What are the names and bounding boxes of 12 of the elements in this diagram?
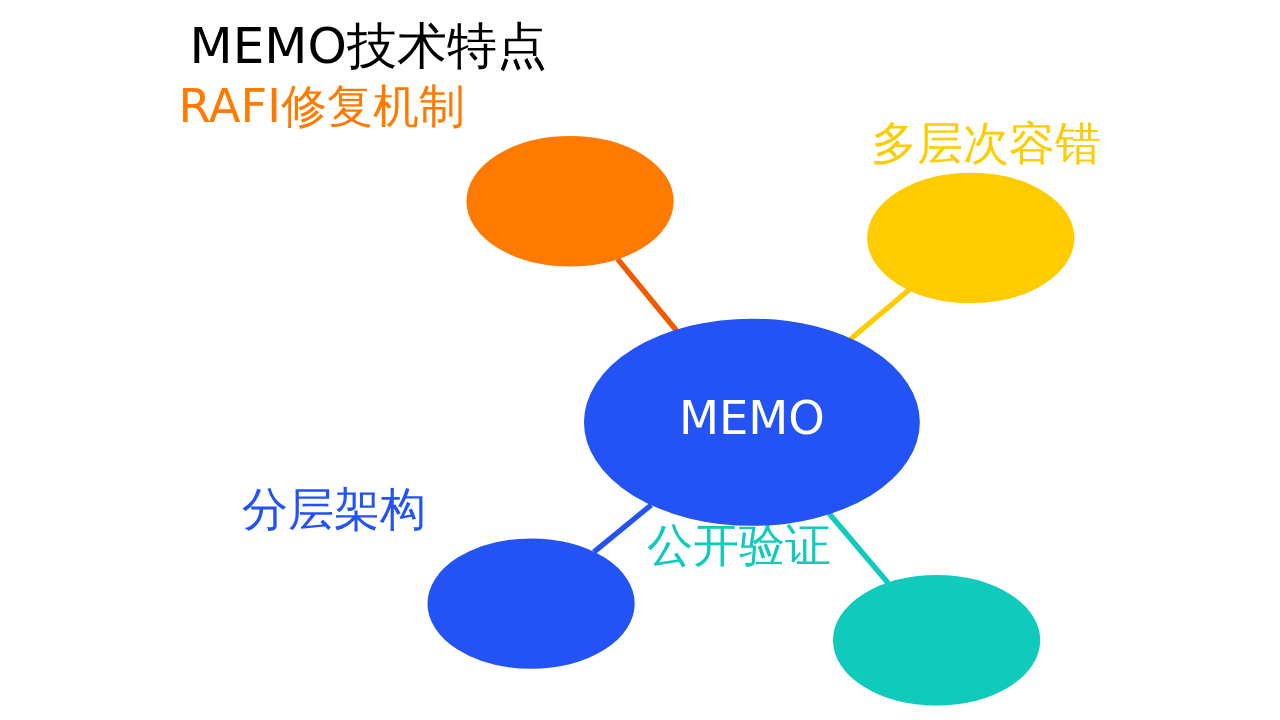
connector [848, 287, 911, 342]
node-label: 分层架构 [241, 481, 426, 536]
node-cloud [427, 538, 635, 669]
connector [615, 257, 679, 333]
node-cloud [867, 172, 1075, 304]
diagram-title: MEMO技术特点 [189, 16, 547, 75]
node-label: RAFI修复机制 [178, 79, 466, 134]
node-cloud [832, 575, 1041, 706]
connector [827, 511, 891, 585]
connector [592, 502, 653, 555]
node-cloud [466, 136, 674, 267]
node-label: 多层次容错 [870, 115, 1101, 170]
